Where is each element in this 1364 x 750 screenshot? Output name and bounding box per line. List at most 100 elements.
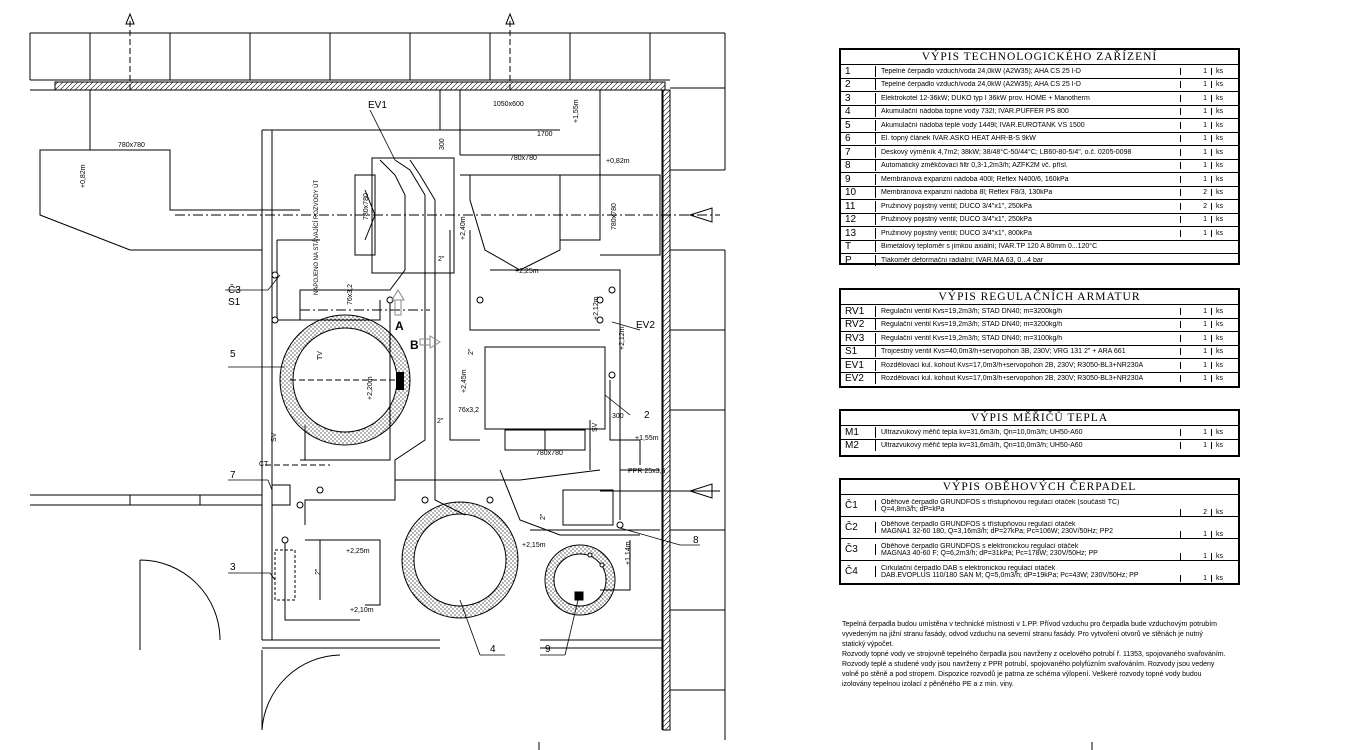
- tank-4: [401, 501, 519, 619]
- dim-215: +2,15m: [522, 542, 546, 549]
- row-unit: ks: [1211, 334, 1238, 342]
- row-description: Pružinový pojistný ventil; DUCO 3/4"x1",…: [881, 216, 1032, 224]
- dim-780x780-e: 780x780: [363, 193, 370, 220]
- dim-780x780-c: 780x780: [536, 450, 563, 457]
- dim-212-a: +2,12m: [593, 296, 600, 320]
- row-description: Oběhové čerpadlo GRUNDFOS s třístupňovou…: [876, 499, 1180, 513]
- row-description: Automatický změkčovací filtr 0,3-1,2m3/h…: [881, 162, 1068, 170]
- expansion-vessel-9: [544, 544, 616, 616]
- row-description: Pružinový pojistný ventil; DUCO 3/4"x1",…: [881, 202, 1032, 210]
- row-unit: ks: [1211, 175, 1238, 183]
- label-5: 5: [230, 349, 236, 360]
- row-id: RV3: [841, 332, 876, 344]
- row-description: Elektrokotel 12-36kW; DUKO typ I 36kW pr…: [881, 94, 1090, 102]
- table-row: EV1 Rozdělovací kul. kohout Kvs=17,0m3/h+…: [841, 359, 1238, 373]
- label-7: 7: [230, 470, 236, 481]
- row-unit: ks: [1211, 509, 1238, 516]
- row-unit: ks: [1211, 202, 1238, 210]
- row-description: Ultrazvukový měřič tepla kv=31,6m3/h, Qn…: [881, 442, 1083, 450]
- row-description: Membránová expanzní nádoba 400l; Reflex …: [881, 175, 1069, 183]
- row-id: 12: [841, 214, 876, 226]
- row-id: S1: [841, 346, 876, 358]
- notes: Tepelná čerpadla budou umístěna v techni…: [842, 620, 1227, 690]
- table-row: M2 Ultrazvukový měřič tepla kv=31,6m3/h, …: [841, 440, 1238, 453]
- dim-1700: 1700: [537, 131, 553, 138]
- row-quantity: 1: [1180, 162, 1211, 170]
- row-id: M2: [841, 440, 876, 452]
- row-quantity: 1: [1180, 216, 1211, 224]
- label-napojeno: NAPOJENO NA STÁVAJÍCÍ ROZVODY ÚT: [313, 180, 320, 295]
- row-description: Akumulační nádoba teplé vody 1449l; IVAR…: [881, 121, 1085, 129]
- row-description-line: Cirkulační čerpadlo DAB s elektronickou …: [881, 564, 1056, 572]
- row-id: Č3: [841, 544, 876, 555]
- row-id: P: [841, 254, 876, 266]
- row-unit: ks: [1211, 321, 1238, 329]
- dim-780x780-a: 780x780: [118, 142, 145, 149]
- label-8: 8: [693, 535, 699, 546]
- heat-pump-1: [354, 157, 455, 274]
- dim-300-b: 300: [612, 413, 624, 420]
- row-id: RV1: [841, 305, 876, 317]
- row-id: Č2: [841, 522, 876, 533]
- table-row: 12 Pružinový pojistný ventil; DUCO 3/4"x1…: [841, 214, 1238, 227]
- row-unit: ks: [1211, 348, 1238, 356]
- table-title: VÝPIS TECHNOLOGICKÉHO ZAŘÍZENÍ: [841, 50, 1238, 65]
- row-quantity: 1: [1180, 553, 1211, 560]
- heat-pump-2: [484, 346, 606, 451]
- row-id: T: [841, 241, 876, 253]
- dim-2in-1: 2": [438, 256, 445, 263]
- table-title: VÝPIS REGULAČNÍCH ARMATUR: [841, 290, 1238, 305]
- row-description-line: Oběhové čerpadlo GRUNDFOS s třístupňovou…: [881, 520, 1076, 528]
- row-unit: ks: [1211, 442, 1238, 450]
- row-quantity: 1: [1180, 442, 1211, 450]
- dim-114: +1,14m: [625, 541, 632, 565]
- note-paragraph: Tepelná čerpadla budou umístěna v techni…: [842, 621, 1217, 648]
- row-description-line: DAB.EVOPLUS 110/180 SAN M; Q=5,0m3/h; dP…: [881, 571, 1139, 579]
- row-description-line: MAGNA3 40-60 F; Q=6,2m3/h; dP=31kPa; Pc=…: [881, 549, 1098, 557]
- row-unit: ks: [1211, 162, 1238, 170]
- row-description: Oběhové čerpadlo GRUNDFOS s elektronicko…: [876, 543, 1180, 557]
- label-ev1: EV1: [368, 100, 387, 111]
- row-unit: ks: [1211, 575, 1238, 582]
- row-id: 7: [841, 146, 876, 158]
- row-description: Oběhové čerpadlo GRUNDFOS s třístupňovou…: [876, 521, 1180, 535]
- walls: [29, 32, 726, 740]
- row-description: Regulační ventil Kvs=19,2m3/h; STAD DN40…: [881, 307, 1063, 315]
- valves: [271, 271, 624, 568]
- row-unit: ks: [1211, 148, 1238, 156]
- row-quantity: 2: [1180, 202, 1211, 210]
- row-id: 10: [841, 187, 876, 199]
- row-description: Rozdělovací kul. kohout Kvs=17,0m3/h+ser…: [881, 361, 1144, 369]
- row-id: M1: [841, 426, 876, 438]
- row-quantity: 1: [1180, 361, 1211, 369]
- row-unit: ks: [1211, 67, 1238, 75]
- dim-155: +1,55m: [573, 99, 580, 123]
- row-quantity: 1: [1180, 428, 1211, 436]
- dim-240: +2,40m: [460, 216, 467, 240]
- row-id: EV1: [841, 359, 876, 371]
- flow-arrows: [391, 289, 441, 349]
- label-3: 3: [230, 562, 236, 573]
- dim-2in-2: 2": [468, 348, 475, 355]
- row-unit: ks: [1211, 121, 1238, 129]
- row-description: Regulační ventil Kvs=19,2m3/h; STAD DN40…: [881, 334, 1063, 342]
- row-quantity: 1: [1180, 108, 1211, 116]
- label-a: A: [395, 319, 404, 333]
- tank-5: [279, 314, 411, 446]
- row-quantity: 2: [1180, 189, 1211, 197]
- row-quantity: 1: [1180, 94, 1211, 102]
